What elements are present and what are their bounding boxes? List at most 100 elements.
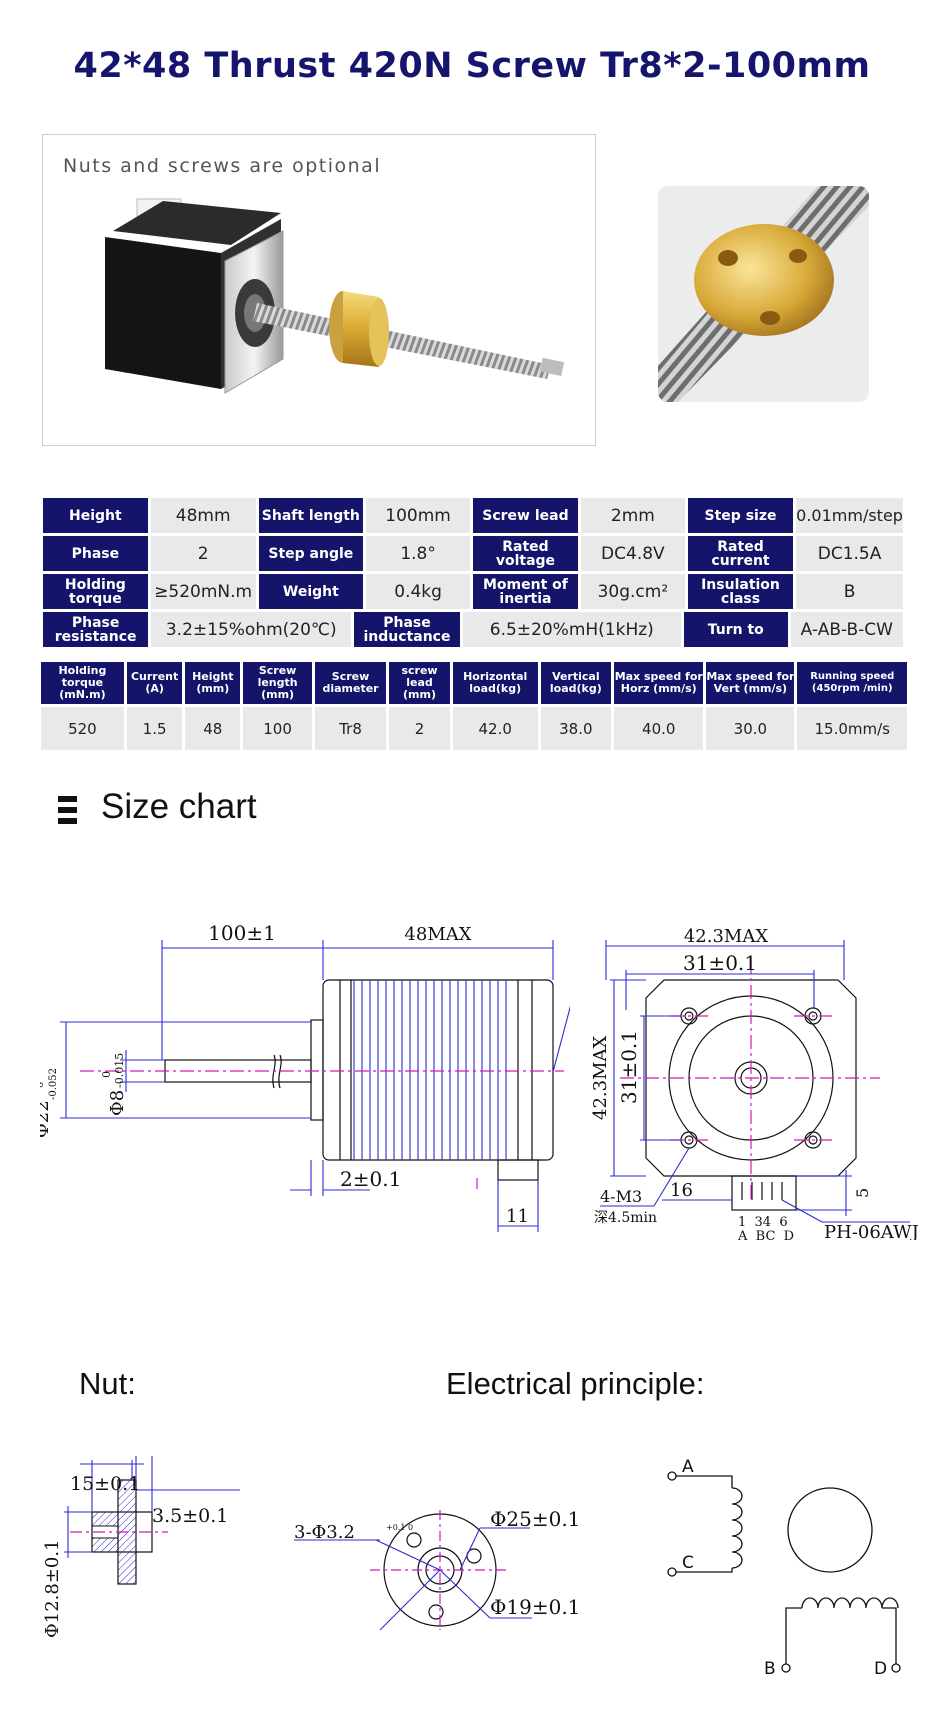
nut-outer-dia: Φ25±0.1 — [490, 1507, 580, 1531]
motor-photo — [105, 198, 565, 394]
dim-boss-height: 2±0.1 — [340, 1167, 401, 1191]
spec-label: Insulation class — [687, 574, 794, 609]
nut-holes-tol: +0.1 0 — [386, 1523, 413, 1532]
nut-length: 15±0.1 — [70, 1473, 140, 1495]
table-row: Holding torque (mN.m) Current (A) Height… — [41, 662, 907, 704]
dim-hole-pitch-v: 31±0.1 — [617, 1030, 641, 1104]
electrical-heading: Electrical principle: — [446, 1366, 705, 1401]
spec-value: 48mm — [150, 498, 256, 533]
dim-body-length: 48MAX — [404, 924, 471, 945]
perf-header: Holding torque (mN.m) — [41, 662, 124, 704]
spec-label: Moment of inertia — [473, 574, 578, 609]
size-chart-title: Size chart — [101, 787, 257, 826]
table-row: Phase 2 Step angle 1.8° Rated voltage DC… — [43, 536, 903, 571]
spec-label: Phase inductance — [354, 612, 460, 647]
pin-letters: A BC D — [737, 1229, 794, 1240]
perf-header: Running speed (450rpm /min) — [797, 662, 907, 704]
dim-flange-tol-upper: 0 — [40, 1082, 46, 1088]
photo-caption: Nuts and screws are optional — [63, 155, 382, 177]
side-view-drawing: 100±1 48MAX Φ22 0 -0.052 Φ8 0 -0.015 2±0… — [40, 921, 570, 1232]
spec-value: 3.2±15%ohm(20℃) — [151, 612, 352, 647]
perf-header: Max speed for Vert (mm/s) — [706, 662, 795, 704]
dim-shaft-tol-upper: 0 — [100, 1071, 113, 1078]
nut-holes: 3-Φ3.2 — [294, 1522, 355, 1543]
perf-value: 15.0mm/s — [797, 707, 907, 750]
dim-shaft-length: 100±1 — [208, 921, 276, 945]
coil-label-a: A — [682, 1457, 694, 1477]
dim-flange-tol-lower: -0.052 — [48, 1068, 59, 1100]
list-icon — [58, 796, 77, 825]
spec-value: DC1.5A — [796, 536, 903, 571]
perf-header: Max speed for Horz (mm/s) — [614, 662, 704, 704]
perf-value: 42.0 — [452, 707, 538, 750]
dim-connector-depth: 11 — [506, 1206, 529, 1227]
perf-header: Height (mm) — [185, 662, 241, 704]
perf-header: Vertical load(kg) — [540, 662, 612, 704]
spec-value: A-AB-B-CW — [790, 612, 903, 647]
front-view-drawing: 42.3MAX 31±0.1 42.3MAX 31±0.1 5 16 4-M3 … — [590, 926, 919, 1240]
spec-label: Step size — [687, 498, 794, 533]
product-photo-frame: Nuts and screws are optional — [42, 134, 596, 446]
perf-header: screw lead (mm) — [389, 662, 450, 704]
perf-value: 100 — [243, 707, 312, 750]
nut-side-drawing: 15±0.1 3.5±0.1 Φ12.8±0.1 — [42, 1456, 240, 1638]
dim-shaft-tol-lower: -0.015 — [113, 1053, 126, 1088]
perf-value: 520 — [41, 707, 124, 750]
dim-shaft-dia: Φ8 — [107, 1090, 128, 1116]
electrical-diagram: A C B D — [667, 1457, 901, 1679]
spec-table: Height 48mm Shaft length 100mm Screw lea… — [40, 495, 906, 612]
dim-connector-height: 5 — [853, 1188, 872, 1198]
spec-value: DC4.8V — [580, 536, 685, 571]
coil-label-c: C — [682, 1553, 694, 1573]
connector-model: PH-06AWJ — [824, 1222, 919, 1240]
screw-depth: 深4.5min — [594, 1210, 657, 1226]
spec-value: 6.5±20%mH(1kHz) — [462, 612, 681, 647]
perf-header: Screw length (mm) — [243, 662, 312, 704]
table-row: Holding torque ≥520mN.m Weight 0.4kg Mom… — [43, 574, 903, 609]
nut-dia: Φ12.8±0.1 — [42, 1539, 63, 1638]
perf-value: Tr8 — [314, 707, 387, 750]
nut-front-drawing: 3-Φ3.2 +0.1 0 Φ25±0.1 Φ19±0.1 — [294, 1507, 580, 1631]
screw-spec: 4-M3 — [600, 1187, 642, 1206]
perf-value: 38.0 — [540, 707, 612, 750]
spec-label: Rated current — [687, 536, 794, 571]
nut-pitch-dia: Φ19±0.1 — [490, 1595, 580, 1619]
performance-table: Holding torque (mN.m) Current (A) Height… — [38, 659, 910, 753]
spec-label: Weight — [258, 574, 364, 609]
spec-value: 100mm — [366, 498, 471, 533]
spec-label: Holding torque — [43, 574, 148, 609]
perf-value: 48 — [185, 707, 241, 750]
table-row: Height 48mm Shaft length 100mm Screw lea… — [43, 498, 903, 533]
coil-label-d: D — [874, 1659, 887, 1679]
dim-hole-pitch-h: 31±0.1 — [683, 951, 757, 975]
spec-label: Phase — [43, 536, 148, 571]
spec-label: Phase resistance — [43, 612, 149, 647]
perf-value: 30.0 — [706, 707, 795, 750]
nut-heading: Nut: — [79, 1366, 136, 1401]
spec-value: B — [796, 574, 903, 609]
perf-value: 2 — [389, 707, 450, 750]
dim-height: 42.3MAX — [590, 1035, 611, 1120]
spec-value: 30g.cm² — [580, 574, 685, 609]
spec-value: 0.4kg — [366, 574, 471, 609]
spec-label: Shaft length — [258, 498, 364, 533]
spec-label: Height — [43, 498, 148, 533]
pin-numbers: 1 34 6 — [738, 1215, 788, 1230]
perf-header: Horizontal load(kg) — [452, 662, 538, 704]
perf-header: Current (A) — [126, 662, 183, 704]
perf-value: 1.5 — [126, 707, 183, 750]
spec-value: 2 — [150, 536, 256, 571]
spec-value: 0.01mm/step — [796, 498, 903, 533]
spec-label: Rated voltage — [473, 536, 578, 571]
spec-label: Turn to — [683, 612, 788, 647]
spec-table-row4: Phase resistance 3.2±15%ohm(20℃) Phase i… — [40, 609, 906, 650]
page-title: 42*48 Thrust 420N Screw Tr8*2-100mm — [73, 46, 871, 86]
spec-value: ≥520mN.m — [150, 574, 256, 609]
nut-flange: 3.5±0.1 — [152, 1505, 228, 1527]
perf-header: Screw diameter — [314, 662, 387, 704]
spec-value: 1.8° — [366, 536, 471, 571]
coil-label-b: B — [764, 1659, 776, 1679]
spec-value: 2mm — [580, 498, 685, 533]
table-row: 520 1.5 48 100 Tr8 2 42.0 38.0 40.0 30.0… — [41, 707, 907, 750]
nut-closeup-photo — [658, 186, 869, 402]
